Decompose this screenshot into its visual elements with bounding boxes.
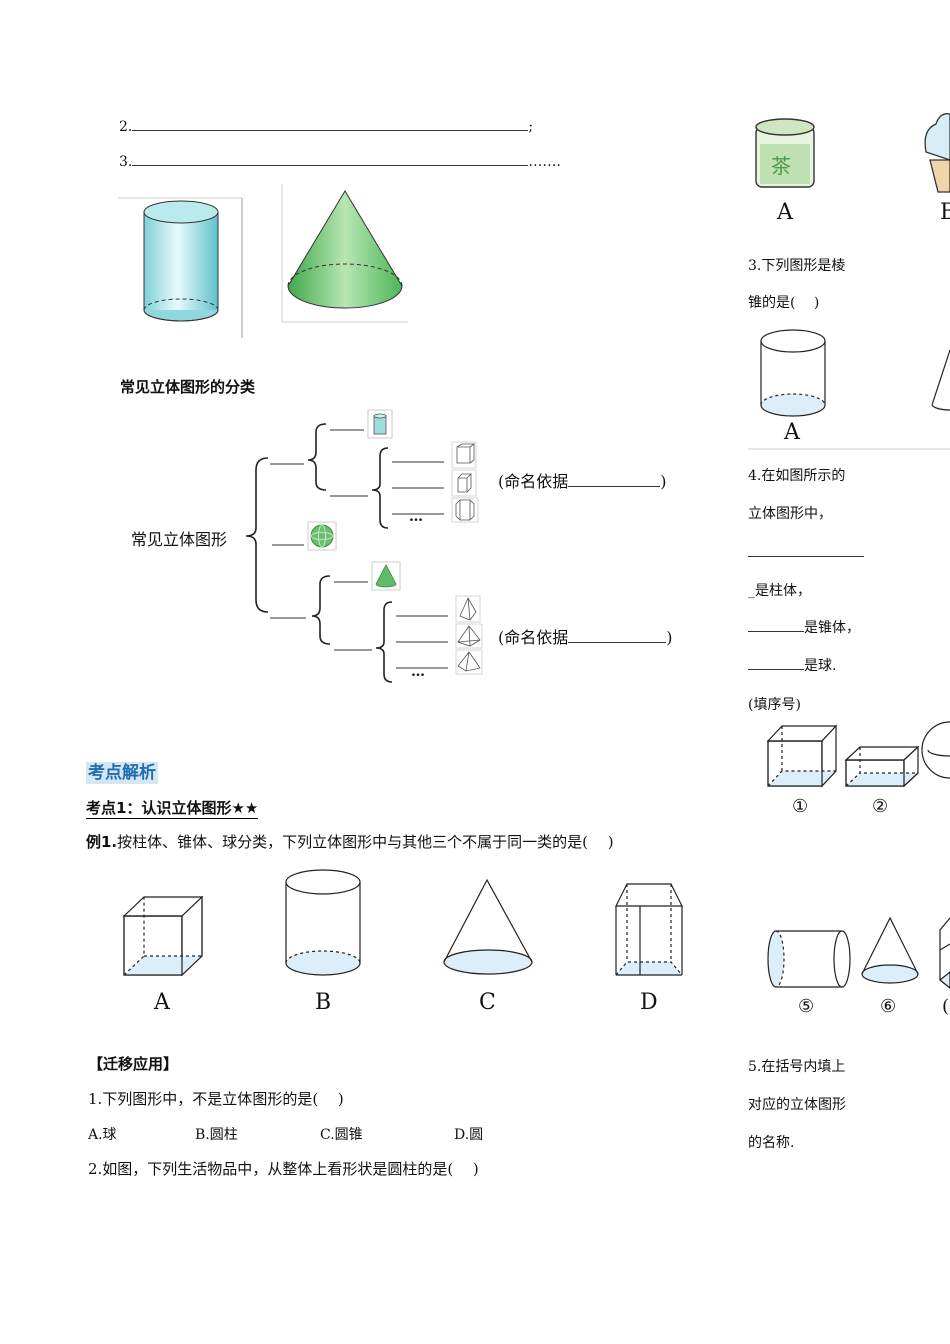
cube-shape-a [122, 895, 204, 977]
q4-sphere-3 [921, 721, 950, 779]
q4-line2: 立体图形中， [748, 506, 832, 522]
q3-label-a: A [784, 420, 800, 445]
small-prism-icon-2 [451, 469, 477, 497]
transfer-q1: 1.下列图形中，不是立体图形的是( ) [88, 1090, 344, 1108]
classification-title: 常见立体图形的分类 [120, 378, 256, 396]
option-label-d: D [640, 990, 658, 1015]
fill-line-2: 2.; [119, 119, 533, 135]
q5-line1: 5.在括号内填上 [748, 1059, 846, 1075]
classification-root: 常见立体图形 [131, 530, 228, 549]
small-sphere-icon [307, 521, 337, 551]
q4-cube-1 [766, 724, 838, 788]
q4-num-7-partial: ( [942, 996, 950, 1017]
naming-basis-upper: (命名依据) [498, 472, 667, 491]
cone-shape-c [443, 878, 533, 975]
blank-line [132, 130, 529, 131]
line-number: 3. [119, 154, 133, 170]
small-pyramid-icon-2 [455, 623, 483, 649]
q4-line7: (填序号) [748, 697, 801, 713]
q4-num-5: ⑤ [798, 996, 815, 1017]
icecream-label: B [940, 200, 950, 225]
transfer-q2: 2.如图，下列生活物品中，从整体上看形状是圆柱的是( ) [88, 1160, 479, 1178]
q4-line5: 是锥体， [748, 617, 860, 637]
fill-line-3: 3. ……. [119, 154, 561, 170]
line-number: 2. [119, 119, 133, 135]
option-label-c: C [479, 990, 496, 1015]
small-cylinder-icon [367, 409, 393, 439]
tea-char: 茶 [771, 154, 791, 178]
icecream-picture [924, 113, 950, 193]
q4-num-6: ⑥ [880, 996, 897, 1017]
q5-line2: 对应的立体图形 [748, 1097, 846, 1113]
cylinder-shape-b [285, 869, 361, 976]
q4-num-2: ② [872, 796, 889, 817]
q4-cylinder-5 [767, 930, 851, 988]
q1-option-b: B.圆柱 [195, 1127, 238, 1143]
ellipsis-upper: … [409, 509, 423, 525]
q4-line1: 4.在如图所示的 [748, 468, 846, 484]
small-pyramid-icon-3 [455, 649, 483, 675]
cone-picture [281, 184, 408, 323]
ellipsis-lower: … [411, 664, 425, 680]
q4-prism-7 [939, 917, 950, 989]
line-end: ; [528, 119, 534, 135]
blank-line [132, 165, 529, 166]
small-prism-icon-1 [451, 441, 477, 469]
q3-cone-b [931, 349, 950, 411]
kaodian-title: 考点1：认识立体图形★★ [86, 799, 259, 819]
q3-line1: 3.下列图形是棱 [748, 258, 846, 274]
q4-cuboid-2 [844, 745, 920, 788]
q1-option-d: D.圆 [454, 1127, 484, 1143]
cylinder-picture [118, 197, 243, 338]
q5-line3: 的名称. [748, 1135, 795, 1151]
q3-cylinder-a [760, 329, 826, 417]
prism-shape-d [615, 883, 683, 976]
option-label-b: B [315, 990, 332, 1015]
q4-blank-1 [748, 556, 864, 557]
q4-line4: _是柱体， [748, 583, 811, 599]
line-end: ……. [528, 154, 561, 170]
q1-option-c: C.圆锥 [320, 1127, 363, 1143]
transfer-title: 【迁移应用】 [88, 1055, 179, 1073]
example-question: 例1.按柱体、锥体、球分类，下列立体图形中与其他三个不属于同一类的是( ) [86, 833, 614, 851]
q4-num-1: ① [792, 796, 809, 817]
section-title: 考点解析 [86, 762, 158, 784]
small-cone-icon [371, 561, 401, 591]
small-pyramid-icon-1 [455, 595, 481, 623]
q4-line6: 是球. [748, 655, 836, 675]
q4-cone-6 [861, 916, 919, 984]
small-hexprism-icon [451, 497, 479, 523]
tea-label: A [777, 200, 793, 225]
q3-line2: 锥的是( ) [748, 295, 820, 311]
q1-option-a: A.球 [88, 1127, 117, 1143]
tea-can-picture [755, 118, 815, 188]
option-label-a: A [154, 990, 170, 1015]
naming-basis-lower: (命名依据) [498, 628, 673, 647]
